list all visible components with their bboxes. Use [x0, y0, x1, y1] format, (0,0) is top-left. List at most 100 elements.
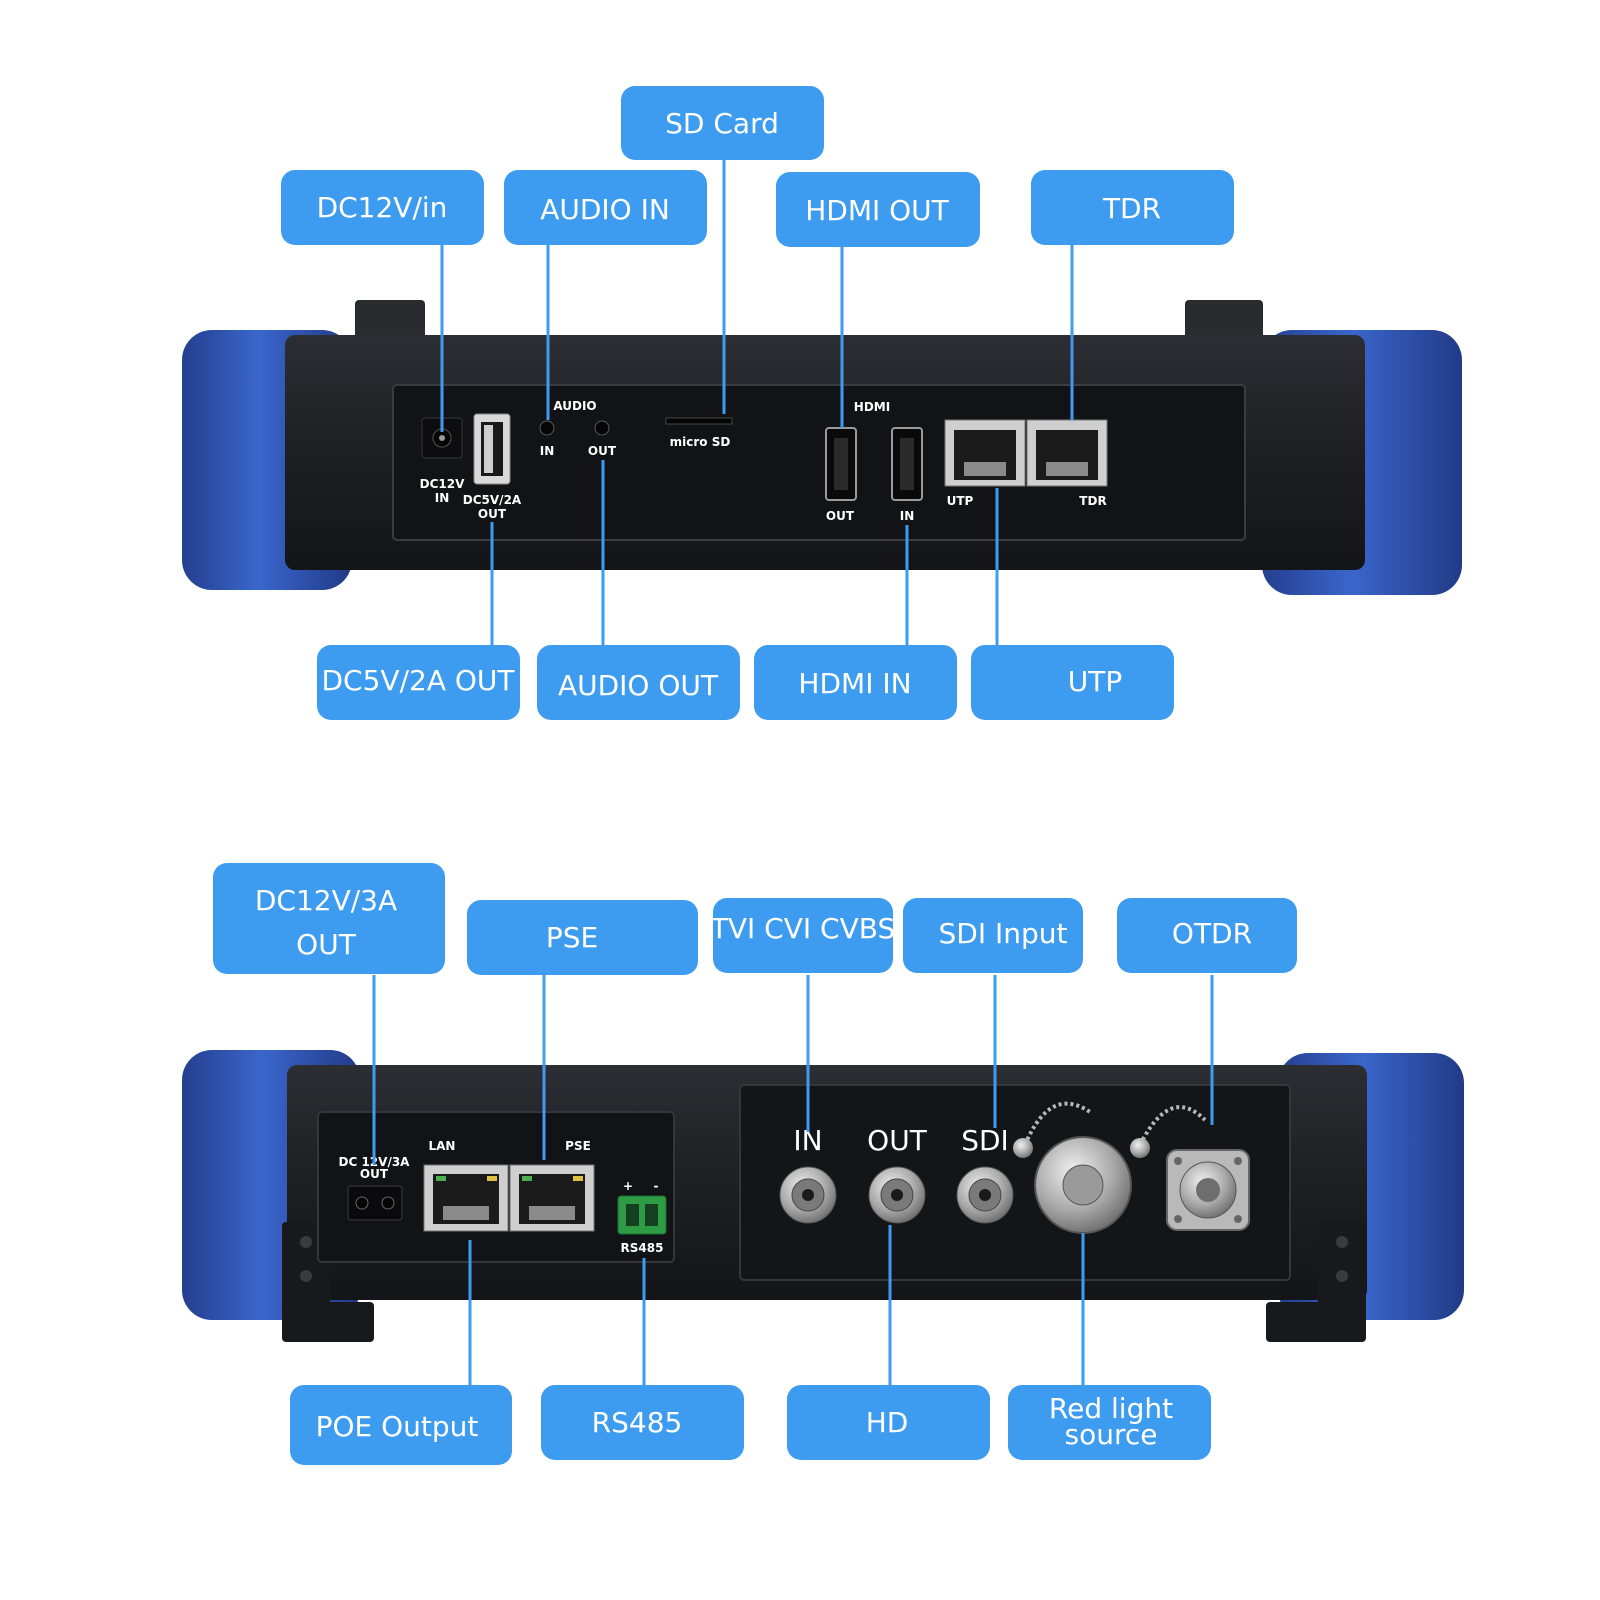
dc12v-3a-out-port-label: OUT	[360, 1167, 389, 1181]
callout-audio-in-text: AUDIO IN	[540, 193, 670, 226]
callout-tvi-cvi-cvbs	[713, 898, 893, 973]
red-light-chain-anchor	[1013, 1138, 1033, 1158]
callout-otdr-text: OTDR	[1172, 917, 1252, 950]
callout-sdi-input-text: SDI Input	[939, 917, 1068, 950]
hdmi-out-port-inner	[834, 438, 848, 490]
callout-red-light-line1: Red light	[1049, 1392, 1173, 1425]
utp-port-pins	[964, 462, 1006, 476]
top-device: DC12V IN DC5V/2A OUT AUDIO IN OUT micro …	[182, 300, 1462, 595]
dc12v-jack-pin	[439, 435, 445, 441]
bottom-right-foot-screw-2	[1336, 1270, 1348, 1282]
usb-port-tongue	[484, 425, 493, 473]
callout-pse	[467, 900, 698, 975]
bottom-right-foot-screw-1	[1336, 1236, 1348, 1248]
otdr-flange-screw-2	[1234, 1157, 1242, 1165]
callout-hd-text: HD	[866, 1406, 909, 1439]
callout-utp	[971, 645, 1174, 720]
pse-led-right	[573, 1176, 583, 1181]
sdi-port-label: SDI	[961, 1124, 1009, 1157]
callout-dc5v-out-text: DC5V/2A OUT	[321, 664, 515, 697]
callout-dc12v-3a-out-line1: DC12V/3A	[255, 884, 397, 917]
rs485-plus-label: +	[623, 1179, 633, 1193]
hdmi-in-port-label: IN	[900, 509, 915, 523]
top-right-hinge	[1185, 300, 1263, 340]
callout-dc12v-in	[281, 170, 484, 245]
otdr-cap-chain	[1138, 1105, 1207, 1146]
bottom-left-foot-base	[282, 1302, 374, 1342]
rs485-terminal-slot-2	[645, 1204, 658, 1226]
bottom-right-port-panel	[739, 1084, 1291, 1281]
rs485-port-label: RS485	[621, 1241, 664, 1255]
bottom-callouts: DC12V/3A OUT PSE TVI CVI CVBS SDI Input …	[213, 863, 1297, 1465]
rs485-minus-label: -	[654, 1179, 659, 1193]
red-light-cap-chain	[1023, 1101, 1092, 1146]
otdr-port-center	[1196, 1178, 1220, 1202]
callout-rs485	[541, 1385, 744, 1460]
callout-tdr	[1031, 170, 1234, 245]
hdmi-out-port-label: OUT	[826, 509, 855, 523]
dc12v-port-label: DC12V	[420, 477, 465, 491]
callout-red-light-line2: source	[1065, 1418, 1158, 1451]
otdr-chain-anchor	[1130, 1138, 1150, 1158]
rs485-terminal-slot-1	[626, 1204, 639, 1226]
dc5v-out-port-label: OUT	[478, 507, 507, 521]
bnc-out-port-center	[891, 1189, 903, 1201]
audio-out-jack	[594, 420, 610, 436]
otdr-flange-screw-4	[1234, 1215, 1242, 1223]
callout-sd-card-text: SD Card	[665, 107, 779, 140]
top-leader-lines	[440, 160, 1074, 645]
dc12v-3a-pin-1	[355, 1196, 369, 1210]
callout-dc12v-3a-out-line2: OUT	[296, 928, 357, 961]
callout-poe-output	[290, 1385, 512, 1465]
callout-hdmi-in	[754, 645, 957, 720]
pse-port-pins	[529, 1206, 575, 1220]
dc12v-3a-pin-2	[381, 1196, 395, 1210]
top-callouts: SD Card DC12V/in AUDIO IN HDMI OUT TDR D…	[281, 86, 1234, 720]
callout-dc12v-3a-out	[213, 863, 445, 974]
tdr-port-label: TDR	[1079, 494, 1106, 508]
lan-port-label: LAN	[429, 1139, 456, 1153]
pse-led-left	[522, 1176, 532, 1181]
lan-led-left	[436, 1176, 446, 1181]
callout-tdr-text: TDR	[1102, 192, 1161, 225]
callout-poe-output-text: POE Output	[316, 1410, 479, 1443]
callout-hd	[787, 1385, 990, 1460]
dc12v-3a-connector	[347, 1185, 403, 1221]
micro-sd-slot	[665, 417, 733, 425]
sdi-port-center	[979, 1189, 991, 1201]
callout-hdmi-out-text: HDMI OUT	[805, 194, 949, 227]
bottom-right-foot-base	[1266, 1302, 1366, 1342]
callout-audio-out	[537, 645, 740, 720]
bnc-in-port-center	[802, 1189, 814, 1201]
hdmi-port-label: HDMI	[854, 400, 890, 414]
callout-hdmi-out	[776, 172, 980, 247]
callout-pse-text: PSE	[546, 921, 598, 954]
bnc-out-port-label: OUT	[867, 1124, 928, 1157]
tdr-port-pins	[1046, 462, 1088, 476]
hdmi-in-port-inner	[900, 438, 914, 490]
micro-sd-port-label: micro SD	[670, 435, 731, 449]
callout-otdr	[1117, 898, 1297, 973]
utp-port-label: UTP	[947, 494, 974, 508]
top-port-panel	[392, 384, 1246, 541]
otdr-flange-screw-3	[1174, 1215, 1182, 1223]
audio-in-port-label: IN	[540, 444, 555, 458]
bottom-left-foot-screw-2	[300, 1270, 312, 1282]
lan-led-right	[487, 1176, 497, 1181]
audio-port-label: AUDIO	[553, 399, 596, 413]
dc5v-port-label: DC5V/2A	[463, 493, 522, 507]
callout-sdi-input	[903, 898, 1083, 973]
callout-rs485-text: RS485	[592, 1406, 683, 1439]
audio-out-port-label: OUT	[588, 444, 617, 458]
rs485-terminal	[617, 1195, 667, 1235]
otdr-flange-screw-1	[1174, 1157, 1182, 1165]
bottom-device: DC 12V/3A OUT LAN PSE + - RS485 IN OUT S…	[182, 1050, 1464, 1342]
bottom-leader-lines	[372, 975, 1214, 1385]
audio-in-jack	[539, 420, 555, 436]
callout-sd-card	[621, 86, 824, 160]
lan-port-pins	[443, 1206, 489, 1220]
bottom-left-foot-screw-1	[300, 1236, 312, 1248]
callout-dc12v-in-text: DC12V/in	[317, 191, 448, 224]
callout-dc5v-out	[317, 645, 520, 720]
